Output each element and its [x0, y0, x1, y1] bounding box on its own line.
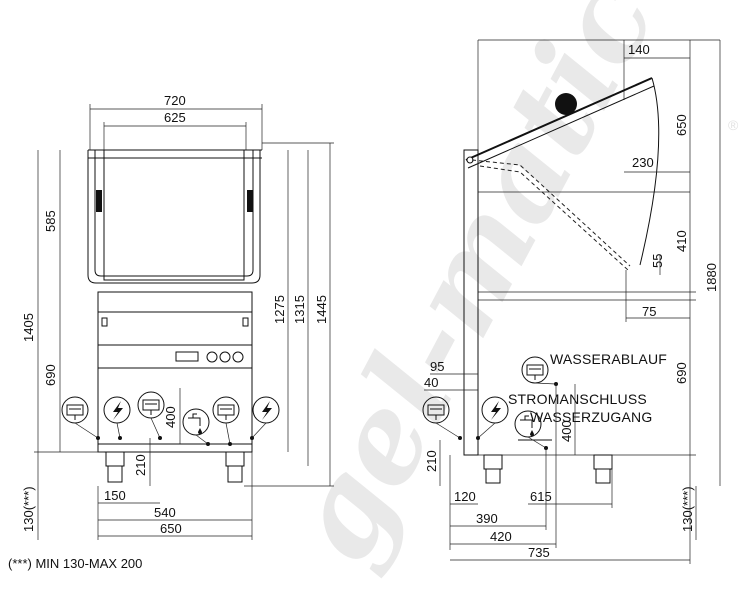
- dim-210-side: 210: [424, 450, 439, 472]
- drain-icon: [137, 391, 165, 419]
- drain-icon: [521, 356, 549, 384]
- dim-55: 55: [650, 254, 665, 268]
- label-power: STROMANSCHLUSS: [508, 391, 647, 407]
- drain-icon: [212, 396, 240, 424]
- dim-400-front: 400: [163, 406, 178, 428]
- dim-120: 120: [454, 489, 476, 504]
- drain-icon: [422, 396, 450, 424]
- lightning-icon: [103, 396, 131, 424]
- dim-735: 735: [528, 545, 550, 560]
- front-hood: [87, 149, 262, 284]
- dim-1275: 1275: [272, 295, 287, 324]
- dim-140: 140: [628, 42, 650, 57]
- dim-410: 410: [674, 230, 689, 252]
- dim-650-side: 650: [674, 114, 689, 136]
- side-view: WASSERABLAUF STROMANSCHLUSS WASSERZUGANG…: [422, 39, 721, 564]
- dim-1880: 1880: [704, 263, 719, 292]
- front-dimensions: 720 625 585 1405 690 130(***) 1275 1315 …: [21, 93, 334, 540]
- dim-40: 40: [424, 375, 438, 390]
- label-water: WASSERZUGANG: [530, 409, 652, 425]
- dim-650: 650: [160, 521, 182, 536]
- dim-540: 540: [154, 505, 176, 520]
- dim-1445: 1445: [314, 295, 329, 324]
- dim-390: 390: [476, 511, 498, 526]
- dim-720: 720: [164, 93, 186, 108]
- dim-130-front: 130(***): [21, 486, 36, 532]
- dim-625: 625: [164, 110, 186, 125]
- dim-690-side: 690: [674, 362, 689, 384]
- dim-230: 230: [632, 155, 654, 170]
- dim-210-front: 210: [133, 454, 148, 476]
- side-dimensions: 140 230 650 410 55 75 1880 690 130(***) …: [424, 40, 721, 564]
- dim-95: 95: [430, 359, 444, 374]
- dim-150: 150: [104, 488, 126, 503]
- front-feet: [105, 451, 245, 483]
- dim-690-front: 690: [43, 364, 58, 386]
- dim-615: 615: [530, 489, 552, 504]
- dim-585: 585: [43, 210, 58, 232]
- side-connection-icons: [422, 356, 558, 450]
- lightning-icon: [252, 396, 280, 424]
- side-feet: [483, 439, 613, 484]
- footnote: (***) MIN 130-MAX 200: [8, 556, 143, 571]
- lightning-icon: [481, 396, 509, 424]
- front-view: 720 625 585 1405 690 130(***) 1275 1315 …: [21, 93, 334, 540]
- dim-1315: 1315: [292, 295, 307, 324]
- dim-1405: 1405: [21, 313, 36, 342]
- front-connection-icons: [61, 391, 280, 446]
- dim-420: 420: [490, 529, 512, 544]
- front-body: [97, 291, 253, 453]
- dim-400-side: 400: [559, 420, 574, 442]
- drain-icon: [61, 396, 89, 424]
- svg-text:®: ®: [728, 117, 739, 133]
- side-lid: [465, 77, 660, 271]
- label-drain: WASSERABLAUF: [550, 351, 667, 367]
- water-tap-icon: [182, 408, 210, 436]
- dim-75: 75: [642, 304, 656, 319]
- dim-130-side: 130(***): [680, 486, 695, 532]
